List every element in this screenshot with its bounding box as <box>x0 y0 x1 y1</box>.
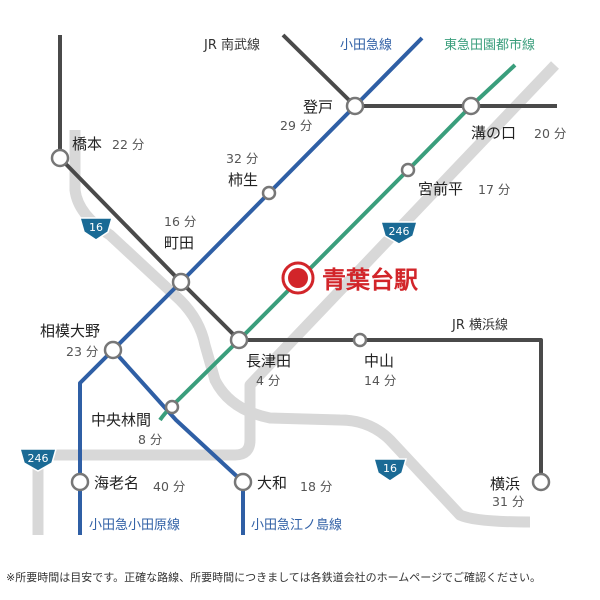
station-marker-hashimoto <box>50 148 70 168</box>
tokyu-dento-line-label: 東急田園都市線 <box>444 37 535 53</box>
disclaimer-note: ※所要時間は目安です。正確な路線、所要時間につきましては各鉄道会社のホームページ… <box>6 571 542 584</box>
tokyu-dento-line <box>158 63 517 422</box>
station-minutes-ebina: 40 分 <box>153 479 185 494</box>
station-marker-noborito <box>345 96 365 116</box>
route-16-sign-north: 16 <box>79 217 113 241</box>
station-marker-nagatsuta <box>229 330 249 350</box>
station-name-nakayama: 中山 <box>364 352 394 370</box>
highlight-station-name: 青葉台駅 <box>322 266 418 294</box>
odakyu-enoshima-line <box>111 348 245 535</box>
station-minutes-hashimoto: 22 分 <box>112 137 144 152</box>
station-minutes-nagatsuta: 4 分 <box>256 373 280 388</box>
station-minutes-yokohama: 31 分 <box>492 494 524 509</box>
route-246-sign-label-west: 246 <box>28 452 49 465</box>
route-246-sign-east: 246 <box>380 221 418 245</box>
station-name-hashimoto: 橋本 <box>72 135 102 153</box>
jr-nambu-line-label: JR 南武線 <box>203 37 260 53</box>
station-marker-ebina <box>70 472 90 492</box>
station-name-sagamiono: 相模大野 <box>40 322 100 340</box>
station-minutes-chuorinkan: 8 分 <box>138 432 162 447</box>
station-minutes-miyamaedaira: 17 分 <box>478 182 510 197</box>
route-246-road <box>32 61 559 535</box>
station-name-ebina: 海老名 <box>94 474 139 492</box>
station-minutes-yamato: 18 分 <box>300 479 332 494</box>
highlight-station-dot <box>288 268 308 288</box>
odakyu-odawara-line-label: 小田急小田原線 <box>89 517 180 533</box>
station-name-yamato: 大和 <box>257 474 287 492</box>
station-marker-chuorinkan <box>164 399 180 415</box>
station-name-mizonokuchi: 溝の口 <box>471 124 516 142</box>
station-name-chuorinkan: 中央林間 <box>91 411 151 429</box>
station-markers <box>50 96 551 492</box>
station-marker-sagamiono <box>103 340 123 360</box>
station-name-yokohama: 横浜 <box>490 475 520 493</box>
station-name-machida: 町田 <box>164 234 194 252</box>
station-labels: 橋本 22 分 登戸 29 分 溝の口 20 分 32 分 柿生 宮前平 17 … <box>40 98 566 509</box>
route-246-sign-label: 246 <box>389 225 410 238</box>
station-minutes-noborito: 29 分 <box>280 118 312 133</box>
station-name-kakio: 柿生 <box>228 171 258 189</box>
station-marker-mizonokuchi <box>461 96 481 116</box>
route-16-sign-label-south: 16 <box>383 462 397 475</box>
jr-yokohama-line <box>58 35 543 482</box>
station-marker-kakio <box>261 185 277 201</box>
station-name-nagatsuta: 長津田 <box>246 352 291 370</box>
jr-yokohama-line-label: JR 横浜線 <box>451 317 508 333</box>
station-name-miyamaedaira: 宮前平 <box>418 180 463 198</box>
route-16-sign-label: 16 <box>89 221 103 234</box>
station-marker-miyamaedaira <box>400 162 416 178</box>
station-marker-nakayama <box>352 332 368 348</box>
line-labels: JR 南武線 小田急線 東急田園都市線 JR 横浜線 小田急小田原線 小田急江ノ… <box>89 37 535 533</box>
station-minutes-kakio: 32 分 <box>226 151 258 166</box>
station-marker-yamato <box>233 472 253 492</box>
route-16-sign-south: 16 <box>373 458 407 482</box>
odakyu-line-label: 小田急線 <box>340 37 392 53</box>
station-minutes-nakayama: 14 分 <box>364 373 396 388</box>
station-marker-machida <box>171 272 191 292</box>
odakyu-enoshima-line-label: 小田急江ノ島線 <box>251 517 342 533</box>
highlight-station: 青葉台駅 <box>281 261 418 295</box>
route-246-sign-west: 246 <box>19 448 57 472</box>
station-minutes-mizonokuchi: 20 分 <box>534 126 566 141</box>
station-minutes-sagamiono: 23 分 <box>66 344 98 359</box>
road-signs: 16 246 246 16 <box>19 217 418 482</box>
station-name-noborito: 登戸 <box>303 98 333 116</box>
station-marker-yokohama <box>531 472 551 492</box>
station-minutes-machida: 16 分 <box>164 214 196 229</box>
